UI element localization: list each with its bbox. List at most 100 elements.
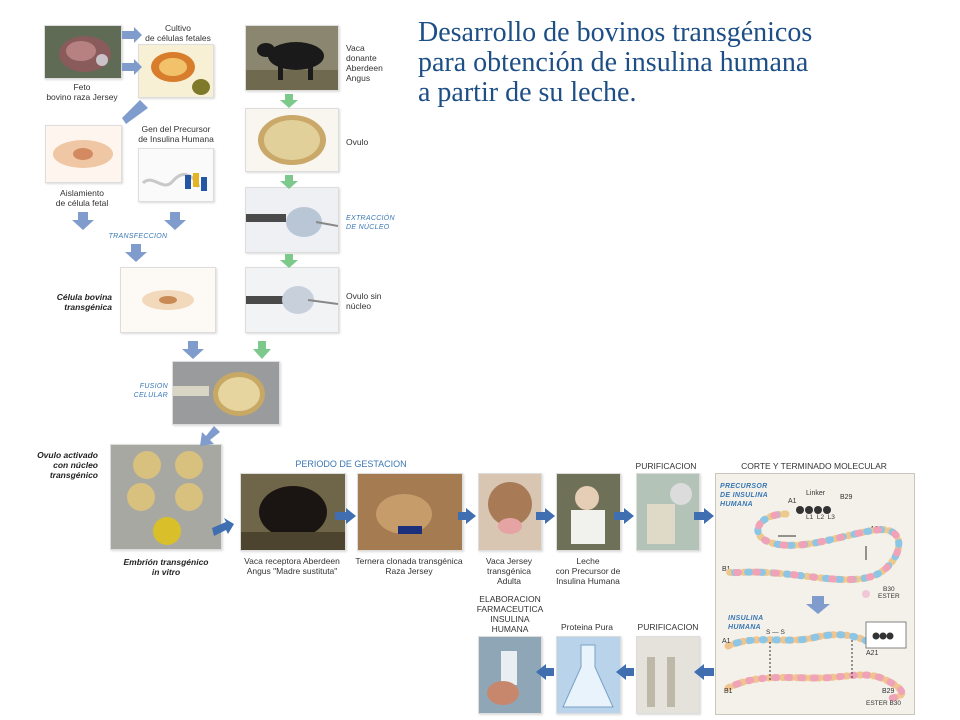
title-line-1: Desarrollo de bovinos transgénicos [418, 17, 813, 48]
extraction-drawing [246, 207, 338, 237]
arrow-purif2-protein [616, 664, 634, 680]
fetal-cell-image [45, 125, 122, 183]
arrow-gen-down [164, 212, 186, 230]
arrow-purif-panel [694, 508, 714, 524]
arrow-feto-cultivo-2 [122, 59, 142, 75]
fetus-image [44, 25, 122, 79]
arrow-recipient-calf [335, 508, 356, 524]
ovum-no-nucleus-image [245, 267, 339, 333]
arrow-nonucleus-fusion [253, 341, 271, 359]
arrow-embryo-recipient [212, 518, 234, 536]
celula-transgenica-label: Célula bovina transgénica [56, 292, 112, 312]
donor-cow-drawing [246, 42, 338, 90]
arrow-cultivo-aislamiento [122, 100, 148, 124]
fusion-label: FUSION CELULAR [133, 383, 168, 399]
transgenic-cell-image [120, 267, 216, 333]
ester-b30-label: ESTER B30 [866, 700, 902, 707]
a1-b-label: A1 [722, 638, 731, 645]
arrow-calf-jersey [458, 508, 476, 524]
proteina-pura-label: Proteina Pura [561, 622, 613, 632]
embryo-drawing [127, 451, 203, 545]
title-line-2: para obtención de insulina humana [418, 47, 809, 78]
arrow-aislamiento-down [72, 212, 94, 230]
cultivo-label: Cultivo de células fetales [145, 23, 211, 43]
a1-label: A1 [788, 498, 797, 505]
title-line-3: a partir de su leche. [418, 77, 637, 108]
jersey-cow-drawing [488, 482, 532, 534]
ovulo-label: Ovulo [346, 137, 369, 147]
fusion-image [172, 361, 280, 425]
embrion-label: Embrión transgénico in vitro [123, 557, 209, 577]
leche-label: Leche con Precursor de Insulina Humana [555, 556, 621, 586]
transgenic-cell-drawing [142, 290, 194, 310]
precursor-chain-drawing [724, 506, 907, 702]
purificacion-1-label: PURIFICACION [635, 461, 697, 471]
milk-drawing [571, 486, 605, 544]
culture-image [138, 44, 214, 98]
ovulo-sin-nucleo-label: Ovulo sin núcleo [346, 291, 382, 311]
pure-protein-image [556, 636, 621, 714]
b29-b-label: B29 [882, 688, 895, 695]
arrow-jersey-milk [536, 508, 555, 524]
recipient-cow-image [240, 473, 346, 551]
gene-image [138, 148, 214, 202]
vaca-jersey-label: Vaca Jersey transgénica Adulta [485, 556, 533, 586]
embryo-image [110, 444, 222, 550]
purificacion-2-label: PURIFICACION [637, 622, 699, 632]
page-title: Desarrollo de bovinos transgénicos para … [418, 18, 938, 108]
fetal-cell-drawing [53, 140, 113, 168]
ovum-image [245, 108, 339, 172]
elaboracion-label: ELABORACION FARMACEUTICA INSULINA HUMANA [476, 594, 544, 634]
culture-drawing [151, 52, 210, 95]
pharma-drawing [487, 651, 519, 705]
arrow-cell-fusion [182, 341, 204, 359]
arrow-extraction-noucleus [280, 254, 298, 268]
b30-ester-label: B30 ESTER [878, 586, 900, 600]
fetus-drawing [59, 36, 111, 72]
purification-drawing-2 [647, 657, 675, 707]
recipient-cow-drawing [241, 486, 345, 550]
b1-b-label: B1 [724, 688, 733, 695]
periodo-gestacion-label: PERIODO DE GESTACION [295, 459, 407, 469]
a21-b-label: A21 [866, 650, 879, 657]
aislamiento-label: Aislamiento de célula fetal [55, 188, 109, 208]
milk-image [556, 473, 621, 551]
arrow-ovum-extraction [280, 175, 298, 189]
purification-drawing-1 [647, 483, 692, 544]
transfeccion-label: TRANSFECCION [108, 233, 168, 240]
arrow-panel-purif2 [694, 664, 714, 680]
b29-label: B29 [840, 494, 853, 501]
arrow-cow-ovum [280, 94, 298, 108]
pure-protein-drawing [562, 644, 614, 708]
molecular-panel: PRECURSOR DE INSULINA HUMANA Linker A1 B… [715, 473, 915, 715]
purification-image-2 [636, 636, 700, 714]
purification-image-1 [636, 473, 700, 551]
insulina-humana-label: INSULINA HUMANA [728, 615, 764, 631]
extraccion-label: EXTRACCIÓN DE NÚCLEO [346, 215, 395, 231]
ss-label: S — S [766, 629, 785, 636]
ternera-label: Ternera clonada transgénica Raza Jersey [355, 556, 463, 576]
fusion-drawing [173, 372, 265, 416]
arrow-fusion-embryo [200, 426, 220, 446]
ovum-no-nucleus-drawing [246, 286, 338, 314]
l-labels: L1 L2 L3 [806, 514, 835, 521]
arrow-milk-purif [614, 508, 634, 524]
calf-image [357, 473, 463, 551]
precursor-label: PRECURSOR DE INSULINA HUMANA [720, 483, 769, 508]
b1-label: B1 [722, 566, 731, 573]
gen-precursor-label: Gen del Precursor de Insulina Humana [138, 124, 214, 144]
feto-label: Feto bovino raza Jersey [46, 82, 118, 102]
gene-drawing [141, 172, 207, 191]
linker-label: Linker [806, 490, 826, 497]
ovulo-activado-label: Ovulo activado con núcleo transgénico [37, 450, 98, 480]
vaca-donante-label: Vaca donante Aberdeen Angus [346, 43, 383, 83]
ovum-drawing [258, 115, 326, 165]
arrow-protein-pharma [536, 664, 554, 680]
arrow-feto-cultivo-1 [122, 27, 142, 43]
extraction-image [245, 187, 339, 253]
donor-cow-image [245, 25, 339, 91]
arrow-transfeccion-down [125, 244, 147, 262]
corte-label: CORTE Y TERMINADO MOLECULAR [741, 461, 887, 471]
vaca-receptora-label: Vaca receptora Aberdeen Angus "Madre sus… [244, 556, 340, 576]
